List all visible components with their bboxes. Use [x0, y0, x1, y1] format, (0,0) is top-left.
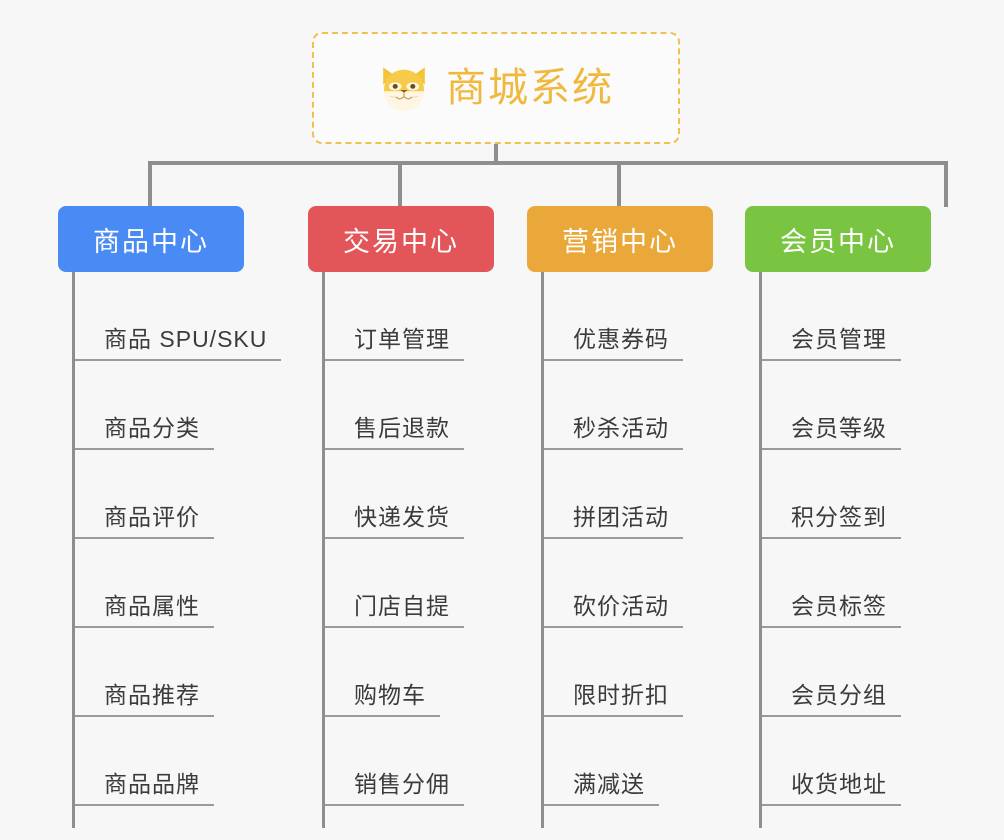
list-item-label: 优惠券码 [573, 325, 669, 352]
list-item-label: 拼团活动 [573, 503, 669, 530]
connector-drop-1 [148, 161, 152, 207]
list-item-label: 门店自提 [354, 592, 450, 619]
list-item[interactable]: 会员等级 [745, 361, 931, 450]
list-item-label: 购物车 [354, 681, 426, 708]
connector-drop-2 [398, 161, 402, 207]
list-item[interactable]: 会员标签 [745, 539, 931, 628]
category-header-shangpin[interactable]: 商品中心 [58, 206, 244, 272]
list-item[interactable]: 会员分组 [745, 628, 931, 717]
list-item-label: 秒杀活动 [573, 414, 669, 441]
leaf-list-2: 订单管理 售后退款 快递发货 门店自提 购物车 销售分佣 [308, 272, 494, 806]
category-header-huiyuan[interactable]: 会员中心 [745, 206, 931, 272]
list-item-label: 销售分佣 [354, 770, 450, 797]
category-header-label: 交易中心 [343, 226, 459, 257]
shiba-dog-icon [383, 67, 425, 112]
category-column-4: 会员中心 会员管理 会员等级 积分签到 会员标签 会员分组 收货地址 [745, 206, 931, 828]
list-item-label: 满减送 [573, 770, 645, 797]
list-item[interactable]: 会员管理 [745, 272, 931, 361]
connector-root-stem [494, 144, 498, 163]
list-item[interactable]: 商品属性 [58, 539, 244, 628]
list-item-label: 商品分类 [104, 414, 200, 441]
leaf-list-4: 会员管理 会员等级 积分签到 会员标签 会员分组 收货地址 [745, 272, 931, 806]
list-item[interactable]: 商品品牌 [58, 717, 244, 806]
list-item[interactable]: 商品评价 [58, 450, 244, 539]
list-item-label: 限时折扣 [573, 681, 669, 708]
list-item[interactable]: 拼团活动 [527, 450, 713, 539]
list-item[interactable]: 收货地址 [745, 717, 931, 806]
list-item-label: 订单管理 [354, 325, 450, 352]
connector-drop-4 [944, 161, 948, 207]
list-item[interactable]: 满减送 [527, 717, 713, 806]
list-item-label: 会员分组 [791, 681, 887, 708]
list-item[interactable]: 商品推荐 [58, 628, 244, 717]
list-item-label: 积分签到 [791, 503, 887, 530]
list-item-label: 收货地址 [791, 770, 887, 797]
list-item[interactable]: 砍价活动 [527, 539, 713, 628]
list-item-label: 商品推荐 [104, 681, 200, 708]
list-item-label: 会员管理 [791, 325, 887, 352]
list-item[interactable]: 购物车 [308, 628, 494, 717]
list-item[interactable]: 优惠券码 [527, 272, 713, 361]
list-item-label: 会员等级 [791, 414, 887, 441]
list-item[interactable]: 订单管理 [308, 272, 494, 361]
column-spine [759, 272, 762, 828]
category-header-yingxiao[interactable]: 营销中心 [527, 206, 713, 272]
leaf-list-3: 优惠券码 秒杀活动 拼团活动 砍价活动 限时折扣 满减送 [527, 272, 713, 806]
list-item-label: 砍价活动 [573, 592, 669, 619]
list-item-label: 商品品牌 [104, 770, 200, 797]
list-item[interactable]: 门店自提 [308, 539, 494, 628]
list-item-label: 商品 SPU/SKU [104, 325, 268, 352]
root-node[interactable]: 商城系统 [312, 32, 680, 144]
list-item[interactable]: 限时折扣 [527, 628, 713, 717]
list-item[interactable]: 售后退款 [308, 361, 494, 450]
column-spine [72, 272, 75, 828]
root-title: 商城系统 [446, 66, 614, 110]
category-column-3: 营销中心 优惠券码 秒杀活动 拼团活动 砍价活动 限时折扣 满减送 [527, 206, 713, 828]
list-item-label: 商品属性 [104, 592, 200, 619]
column-spine [322, 272, 325, 828]
category-column-2: 交易中心 订单管理 售后退款 快递发货 门店自提 购物车 销售分佣 [308, 206, 494, 828]
category-header-label: 营销中心 [562, 226, 678, 257]
list-item[interactable]: 快递发货 [308, 450, 494, 539]
category-column-1: 商品中心 商品 SPU/SKU 商品分类 商品评价 商品属性 商品推荐 商品品牌 [58, 206, 282, 828]
category-header-label: 商品中心 [93, 226, 209, 257]
list-item[interactable]: 商品 SPU/SKU [58, 272, 282, 361]
connector-bus [148, 161, 948, 165]
list-item-label: 商品评价 [104, 503, 200, 530]
list-item-label: 售后退款 [354, 414, 450, 441]
list-item-label: 快递发货 [354, 503, 450, 530]
category-header-jiaoyi[interactable]: 交易中心 [308, 206, 494, 272]
leaf-list-1: 商品 SPU/SKU 商品分类 商品评价 商品属性 商品推荐 商品品牌 [58, 272, 282, 806]
list-item[interactable]: 积分签到 [745, 450, 931, 539]
connector-drop-3 [617, 161, 621, 207]
list-item-label: 会员标签 [791, 592, 887, 619]
list-item[interactable]: 秒杀活动 [527, 361, 713, 450]
category-header-label: 会员中心 [780, 226, 896, 257]
column-spine [541, 272, 544, 828]
list-item[interactable]: 销售分佣 [308, 717, 494, 806]
list-item[interactable]: 商品分类 [58, 361, 244, 450]
